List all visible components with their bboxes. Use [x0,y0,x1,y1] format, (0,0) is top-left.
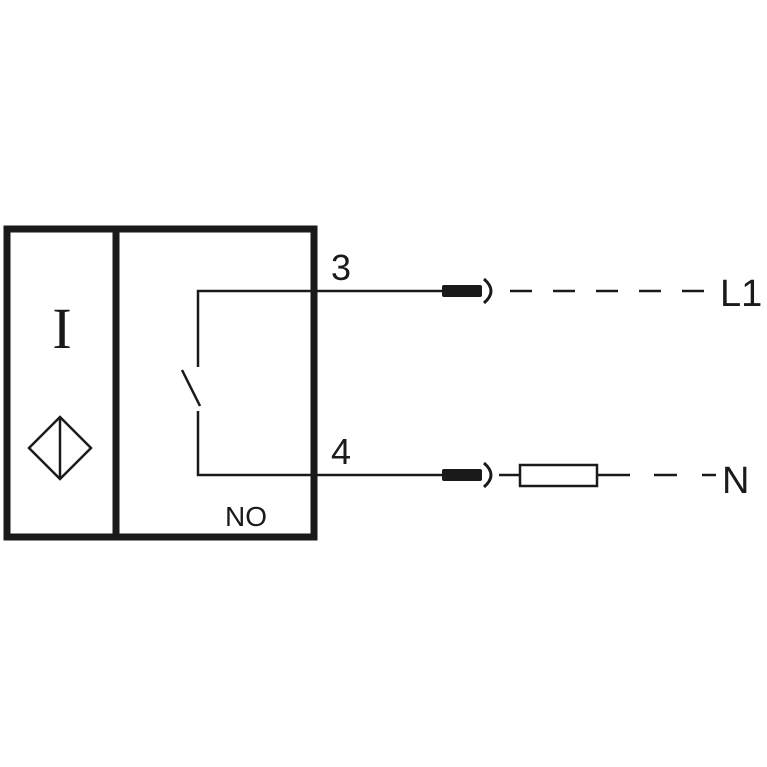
plug-connector-icon [442,277,493,305]
sensor-symbol: I [52,296,71,361]
line-label-n: N [722,460,749,502]
terminal-label-4: 4 [331,431,351,472]
sensor-housing [3,225,318,541]
terminal-label-3: 3 [331,247,351,288]
diamond-with-bar-icon [27,415,93,481]
normally-open-switch-icon [180,289,314,477]
wire-top [314,277,712,305]
wire-bottom [314,461,716,489]
output-type-label: NO [225,501,267,532]
line-label-l1: L1 [720,273,762,315]
housing-outline [3,225,318,541]
plug-connector-icon [442,461,493,489]
resistor-load-icon [518,463,599,488]
